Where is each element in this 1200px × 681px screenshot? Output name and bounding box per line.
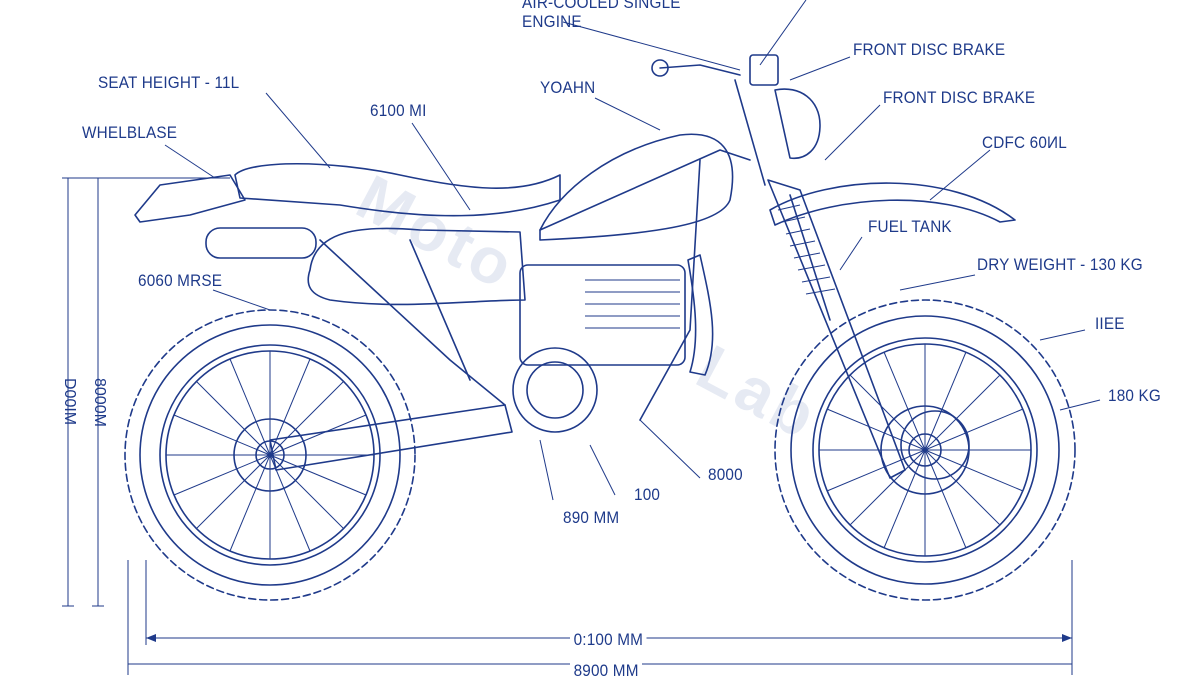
label-dim-2: 8900 MM [570,661,643,681]
label-890-mm: 890 MM [563,508,620,527]
front-wheel [774,299,1076,601]
label-mrse: 6060 MRSE [138,271,223,290]
motorcycle-body [134,54,1016,480]
label-air-cooled: AIR-COOLED SINGLE [522,0,681,12]
dimension-lines [62,177,1073,675]
label-6100-mi: 6100 MI [370,101,427,120]
label-fuel-tank: FUEL TANK [868,217,952,236]
label-dry-weight: DRY WEIGHT - 130 KG [977,255,1143,274]
label-front-disc-1: FRONT DISC BRAKE [853,40,1006,59]
label-whelblase: WHELBLASE [82,123,178,142]
label-front-disc-2: FRONT DISC BRAKE [883,88,1036,107]
label-vertical-2: 8000M [91,378,108,427]
label-cdfc: CDFC 60ИL [982,133,1067,152]
label-dim-1: 0:100 MM [570,630,647,650]
label-180-kg: 180 KG [1108,386,1161,405]
leader-lines [164,0,1101,501]
label-yoahn: YOAHN [540,78,596,97]
label-100: 100 [634,485,661,504]
label-iiee: IIEE [1095,314,1125,333]
label-vertical-1: D00IM [61,378,78,426]
label-engine: ENGINE [522,12,582,31]
label-8000: 8000 [708,465,743,484]
label-seat-height: SEAT HEIGHT - 11L [98,73,240,92]
